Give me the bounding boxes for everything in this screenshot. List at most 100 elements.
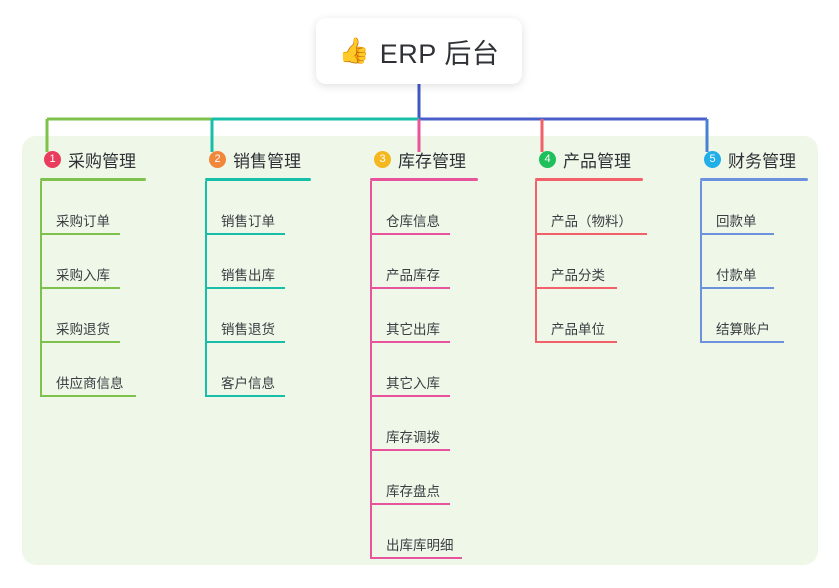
branch-item-label: 销售出库 bbox=[221, 268, 275, 283]
branch-item[interactable]: 结算账户 bbox=[700, 289, 808, 343]
branch-item-underline bbox=[207, 341, 285, 343]
branch-number-badge: 3 bbox=[374, 150, 391, 168]
branch-item-underline bbox=[207, 233, 285, 235]
branch-item-underline bbox=[537, 341, 617, 343]
branch-item-underline bbox=[372, 395, 450, 397]
branch-item[interactable]: 仓库信息 bbox=[370, 181, 478, 235]
branch-spine bbox=[535, 181, 537, 343]
branch-item-list: 仓库信息产品库存其它出库其它入库库存调拨库存盘点出库库明细 bbox=[370, 181, 478, 559]
branch-item-underline bbox=[207, 395, 285, 397]
branch-number-badge: 1 bbox=[44, 150, 61, 168]
branch-item-underline bbox=[372, 503, 450, 505]
root-node[interactable]: 👍 ERP 后台 bbox=[316, 18, 522, 84]
branch-title: 产品管理 bbox=[563, 151, 631, 171]
branch-column-2: 2 销售管理销售订单销售出库销售退货客户信息 bbox=[205, 146, 311, 397]
branch-item-underline bbox=[42, 395, 136, 397]
thumbs-up-icon: 👍 bbox=[338, 36, 370, 65]
branch-item-underline bbox=[42, 341, 120, 343]
branch-item-label: 采购退货 bbox=[56, 322, 110, 337]
branch-header-4[interactable]: 4 产品管理 bbox=[535, 146, 643, 172]
branch-column-4: 4 产品管理产品（物料） 产品分类产品单位 bbox=[535, 146, 647, 343]
branch-item-label: 销售退货 bbox=[221, 322, 275, 337]
branch-item-label: 产品单位 bbox=[551, 322, 605, 337]
branch-item-underline bbox=[372, 557, 462, 559]
branch-item-label: 产品（物料） bbox=[551, 214, 632, 229]
branch-column-5: 5 财务管理回款单付款单结算账户 bbox=[700, 146, 808, 343]
branch-item-underline bbox=[207, 287, 285, 289]
branch-item-label: 其它出库 bbox=[386, 322, 440, 337]
branch-item-label: 结算账户 bbox=[716, 322, 770, 337]
branch-item-label: 产品库存 bbox=[386, 268, 440, 283]
branch-header-2[interactable]: 2 销售管理 bbox=[205, 146, 311, 172]
branch-item[interactable]: 产品（物料） bbox=[535, 181, 647, 235]
branch-item-label: 供应商信息 bbox=[56, 376, 124, 391]
branch-title: 销售管理 bbox=[233, 151, 301, 171]
branch-item-list: 销售订单销售出库销售退货客户信息 bbox=[205, 181, 311, 397]
branch-underline bbox=[370, 178, 478, 181]
branch-item[interactable]: 回款单 bbox=[700, 181, 808, 235]
branch-item[interactable]: 库存调拨 bbox=[370, 397, 478, 451]
branch-number-badge: 4 bbox=[539, 150, 556, 168]
branch-item[interactable]: 库存盘点 bbox=[370, 451, 478, 505]
branch-item-label: 产品分类 bbox=[551, 268, 605, 283]
branch-item-label: 采购入库 bbox=[56, 268, 110, 283]
branch-item-underline bbox=[42, 233, 120, 235]
branch-item-underline bbox=[42, 287, 120, 289]
branch-title: 库存管理 bbox=[398, 151, 466, 171]
branch-item-underline bbox=[372, 287, 450, 289]
branch-item-label: 库存调拨 bbox=[386, 430, 440, 445]
branch-item[interactable]: 销售退货 bbox=[205, 289, 311, 343]
branch-underline bbox=[205, 178, 311, 181]
branch-underline bbox=[535, 178, 643, 181]
branch-item[interactable]: 客户信息 bbox=[205, 343, 311, 397]
branch-item[interactable]: 其它入库 bbox=[370, 343, 478, 397]
branch-number-badge: 2 bbox=[209, 150, 226, 168]
branch-item[interactable]: 产品分类 bbox=[535, 235, 643, 289]
branch-title: 采购管理 bbox=[68, 151, 136, 171]
branch-number-badge: 5 bbox=[704, 150, 721, 168]
branch-header-3[interactable]: 3 库存管理 bbox=[370, 146, 478, 172]
branch-spine bbox=[205, 181, 207, 397]
branch-item-underline bbox=[372, 341, 450, 343]
branch-header-1[interactable]: 1 采购管理 bbox=[40, 146, 146, 172]
branch-item[interactable]: 采购订单 bbox=[40, 181, 146, 235]
branch-item-underline bbox=[537, 287, 617, 289]
branch-item-underline bbox=[537, 233, 647, 235]
branch-item-underline bbox=[702, 287, 774, 289]
branch-underline bbox=[700, 178, 808, 181]
branch-item-list: 采购订单采购入库采购退货供应商信息 bbox=[40, 181, 146, 397]
branch-spine bbox=[370, 181, 372, 559]
branch-item[interactable]: 产品单位 bbox=[535, 289, 643, 343]
branch-item-label: 仓库信息 bbox=[386, 214, 440, 229]
root-node-content: 👍 ERP 后台 bbox=[339, 32, 500, 71]
branch-header-5[interactable]: 5 财务管理 bbox=[700, 146, 808, 172]
branch-item-underline bbox=[702, 233, 774, 235]
branch-item[interactable]: 采购入库 bbox=[40, 235, 146, 289]
branch-item[interactable]: 出库库明细 bbox=[370, 505, 478, 559]
branch-title: 财务管理 bbox=[728, 151, 796, 171]
branch-spine bbox=[700, 181, 702, 343]
diagram-panel bbox=[22, 136, 818, 565]
branch-item[interactable]: 销售订单 bbox=[205, 181, 311, 235]
branch-item[interactable]: 采购退货 bbox=[40, 289, 146, 343]
branch-item-label: 回款单 bbox=[716, 214, 757, 229]
branch-item[interactable]: 其它出库 bbox=[370, 289, 478, 343]
branch-item-list: 回款单付款单结算账户 bbox=[700, 181, 808, 343]
branch-item[interactable]: 产品库存 bbox=[370, 235, 478, 289]
branch-item[interactable]: 销售出库 bbox=[205, 235, 311, 289]
branch-item[interactable]: 供应商信息 bbox=[40, 343, 146, 397]
branch-item[interactable]: 付款单 bbox=[700, 235, 808, 289]
branch-item-underline bbox=[372, 233, 450, 235]
branch-column-1: 1 采购管理采购订单采购入库采购退货供应商信息 bbox=[40, 146, 146, 397]
branch-spine bbox=[40, 181, 42, 397]
branch-item-underline bbox=[372, 449, 450, 451]
branch-item-label: 付款单 bbox=[716, 268, 757, 283]
branch-item-label: 库存盘点 bbox=[386, 484, 440, 499]
branch-item-label: 采购订单 bbox=[56, 214, 110, 229]
branch-column-3: 3 库存管理仓库信息产品库存其它出库其它入库库存调拨库存盘点出库库明细 bbox=[370, 146, 478, 559]
branch-underline bbox=[40, 178, 146, 181]
branch-item-underline bbox=[702, 341, 784, 343]
branch-item-label: 出库库明细 bbox=[386, 538, 454, 553]
branch-item-label: 销售订单 bbox=[221, 214, 275, 229]
